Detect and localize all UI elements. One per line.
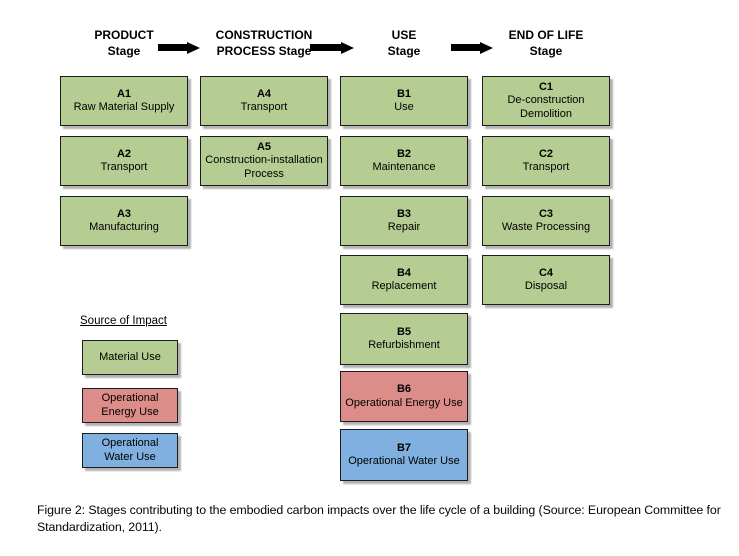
stage-header-construction-process: CONSTRUCTION PROCESS Stage: [184, 28, 344, 59]
arrow-head: [480, 41, 493, 54]
stage-box-code: C2: [538, 147, 554, 160]
stage-box-code: C3: [538, 207, 554, 220]
stage-box-label: Operational Energy Use: [345, 396, 463, 409]
arrow-right-icon: [310, 41, 354, 54]
figure-caption: Figure 2: Stages contributing to the emb…: [37, 503, 721, 534]
stage-box-code: A2: [116, 147, 132, 160]
arrow-right-icon: [451, 41, 493, 54]
stage-box-code: C4: [538, 266, 554, 279]
stage-header-line: Stage: [529, 43, 563, 58]
stage-box-label: Refurbishment: [368, 339, 440, 351]
legend-title: Source of Impact: [80, 315, 167, 327]
stage-header-line: END OF LIFE: [508, 28, 584, 42]
stage-box-code: A1: [116, 87, 132, 100]
stage-box-label: Waste Processing: [501, 221, 591, 233]
stage-header-line: PROCESS Stage: [216, 43, 312, 58]
stage-box-label: Manufacturing: [89, 221, 159, 233]
stage-box-code: B4: [396, 266, 412, 279]
stage-box-label: Use: [394, 101, 414, 113]
stage-header-line: PRODUCT: [94, 28, 154, 42]
stage-box-label: Construction-installation Process: [205, 154, 323, 180]
stage-box-label: Transport: [100, 161, 148, 173]
stage-box-label: Replacement: [371, 280, 437, 292]
arrow-bar: [310, 44, 341, 51]
arrow-bar: [451, 44, 480, 51]
stage-header-use: USE Stage: [324, 28, 484, 59]
legend-item-energy: Operational Energy Use: [82, 388, 178, 423]
stage-box-code: A5: [256, 140, 272, 153]
stage-box-code: A4: [256, 87, 272, 100]
stage-header-line: USE: [391, 28, 417, 42]
legend-item-label: Operational Water Use: [101, 437, 159, 463]
stage-box-label: Raw Material Supply: [73, 101, 175, 113]
stage-box-code: B5: [396, 325, 412, 338]
stage-box-label: Disposal: [524, 280, 568, 292]
stage-box-label: Maintenance: [372, 161, 436, 173]
stage-box-code: B3: [396, 207, 412, 220]
legend-item-label: Material Use: [99, 350, 161, 363]
stage-box-code: A3: [116, 207, 132, 220]
stage-header-product: PRODUCT Stage: [44, 28, 204, 59]
stage-box-label: Transport: [522, 161, 570, 173]
stage-box-label: Transport: [240, 101, 288, 113]
legend-item-water: Operational Water Use: [82, 433, 178, 468]
legend-item-label: Operational Energy Use: [101, 392, 159, 418]
stage-box-label: Operational Water Use: [348, 455, 460, 467]
stage-box-label: De-construction Demolition: [507, 94, 585, 120]
arrow-head: [187, 41, 200, 54]
arrow-head: [341, 41, 354, 54]
arrow-right-icon: [158, 41, 200, 54]
stage-header-line: Stage: [387, 43, 421, 58]
stage-box-label: Repair: [387, 221, 421, 233]
legend-item-material: Material Use: [82, 340, 178, 375]
stage-header-line: Stage: [107, 43, 141, 58]
stage-box-code: B1: [396, 87, 412, 100]
stage-box-code: B6: [396, 383, 412, 396]
arrow-bar: [158, 44, 187, 51]
stage-header-end-of-life: END OF LIFE Stage: [466, 28, 626, 59]
stage-box-code: C1: [538, 80, 554, 93]
stage-header-line: CONSTRUCTION: [215, 28, 313, 42]
stage-box-code: B7: [396, 441, 412, 454]
stage-box-code: B2: [396, 147, 412, 160]
